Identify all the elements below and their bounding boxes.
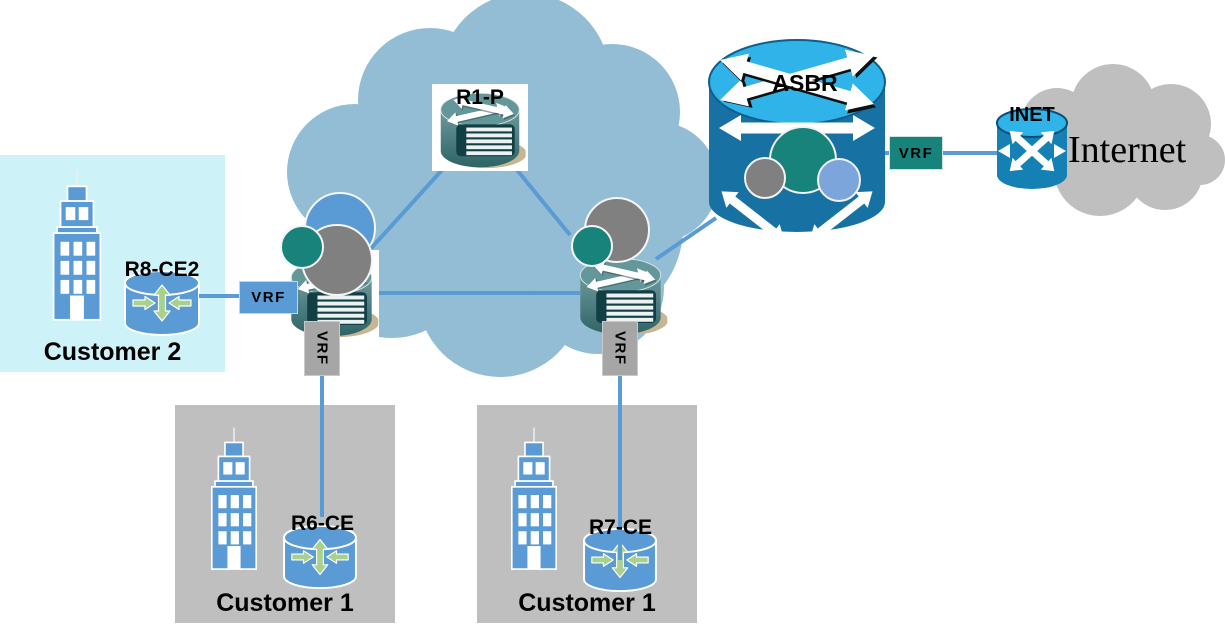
router-r8-ce2-label: R8-CE2: [124, 258, 200, 281]
site-customer2: Customer 2: [0, 155, 225, 372]
vrf-badge-asbr-inet: VRF: [889, 136, 943, 170]
site-customer1-right-label: Customer 1: [518, 589, 656, 617]
router-inet-label: INET: [1009, 104, 1055, 126]
router-r1p-label: R1-P: [456, 86, 504, 109]
vrf-badge-ce2-pe1: VRF: [239, 281, 298, 314]
vrf-badge-pe1-r6ce: VRF: [304, 321, 340, 376]
site-customer2-label: Customer 2: [43, 338, 182, 366]
router-r6-ce-label: R6-CE: [290, 512, 354, 535]
site-customer1-left: Customer 1: [175, 405, 395, 623]
router-asbr-icon: [708, 39, 886, 241]
router-inet-icon: [996, 108, 1068, 189]
site-customer1-left-label: Customer 1: [216, 589, 354, 617]
pe-left-teal-circle: [280, 225, 324, 269]
router-r7-ce-label: R7-CE: [588, 516, 652, 539]
vrf-badge-pe2-r7ce: VRF: [602, 321, 638, 376]
pe-right-teal-circle: [571, 225, 613, 267]
internet-cloud-label: Internet: [1068, 129, 1187, 171]
router-asbr-label: ASBR: [772, 70, 838, 96]
site-customer1-right: Customer 1: [477, 405, 697, 623]
